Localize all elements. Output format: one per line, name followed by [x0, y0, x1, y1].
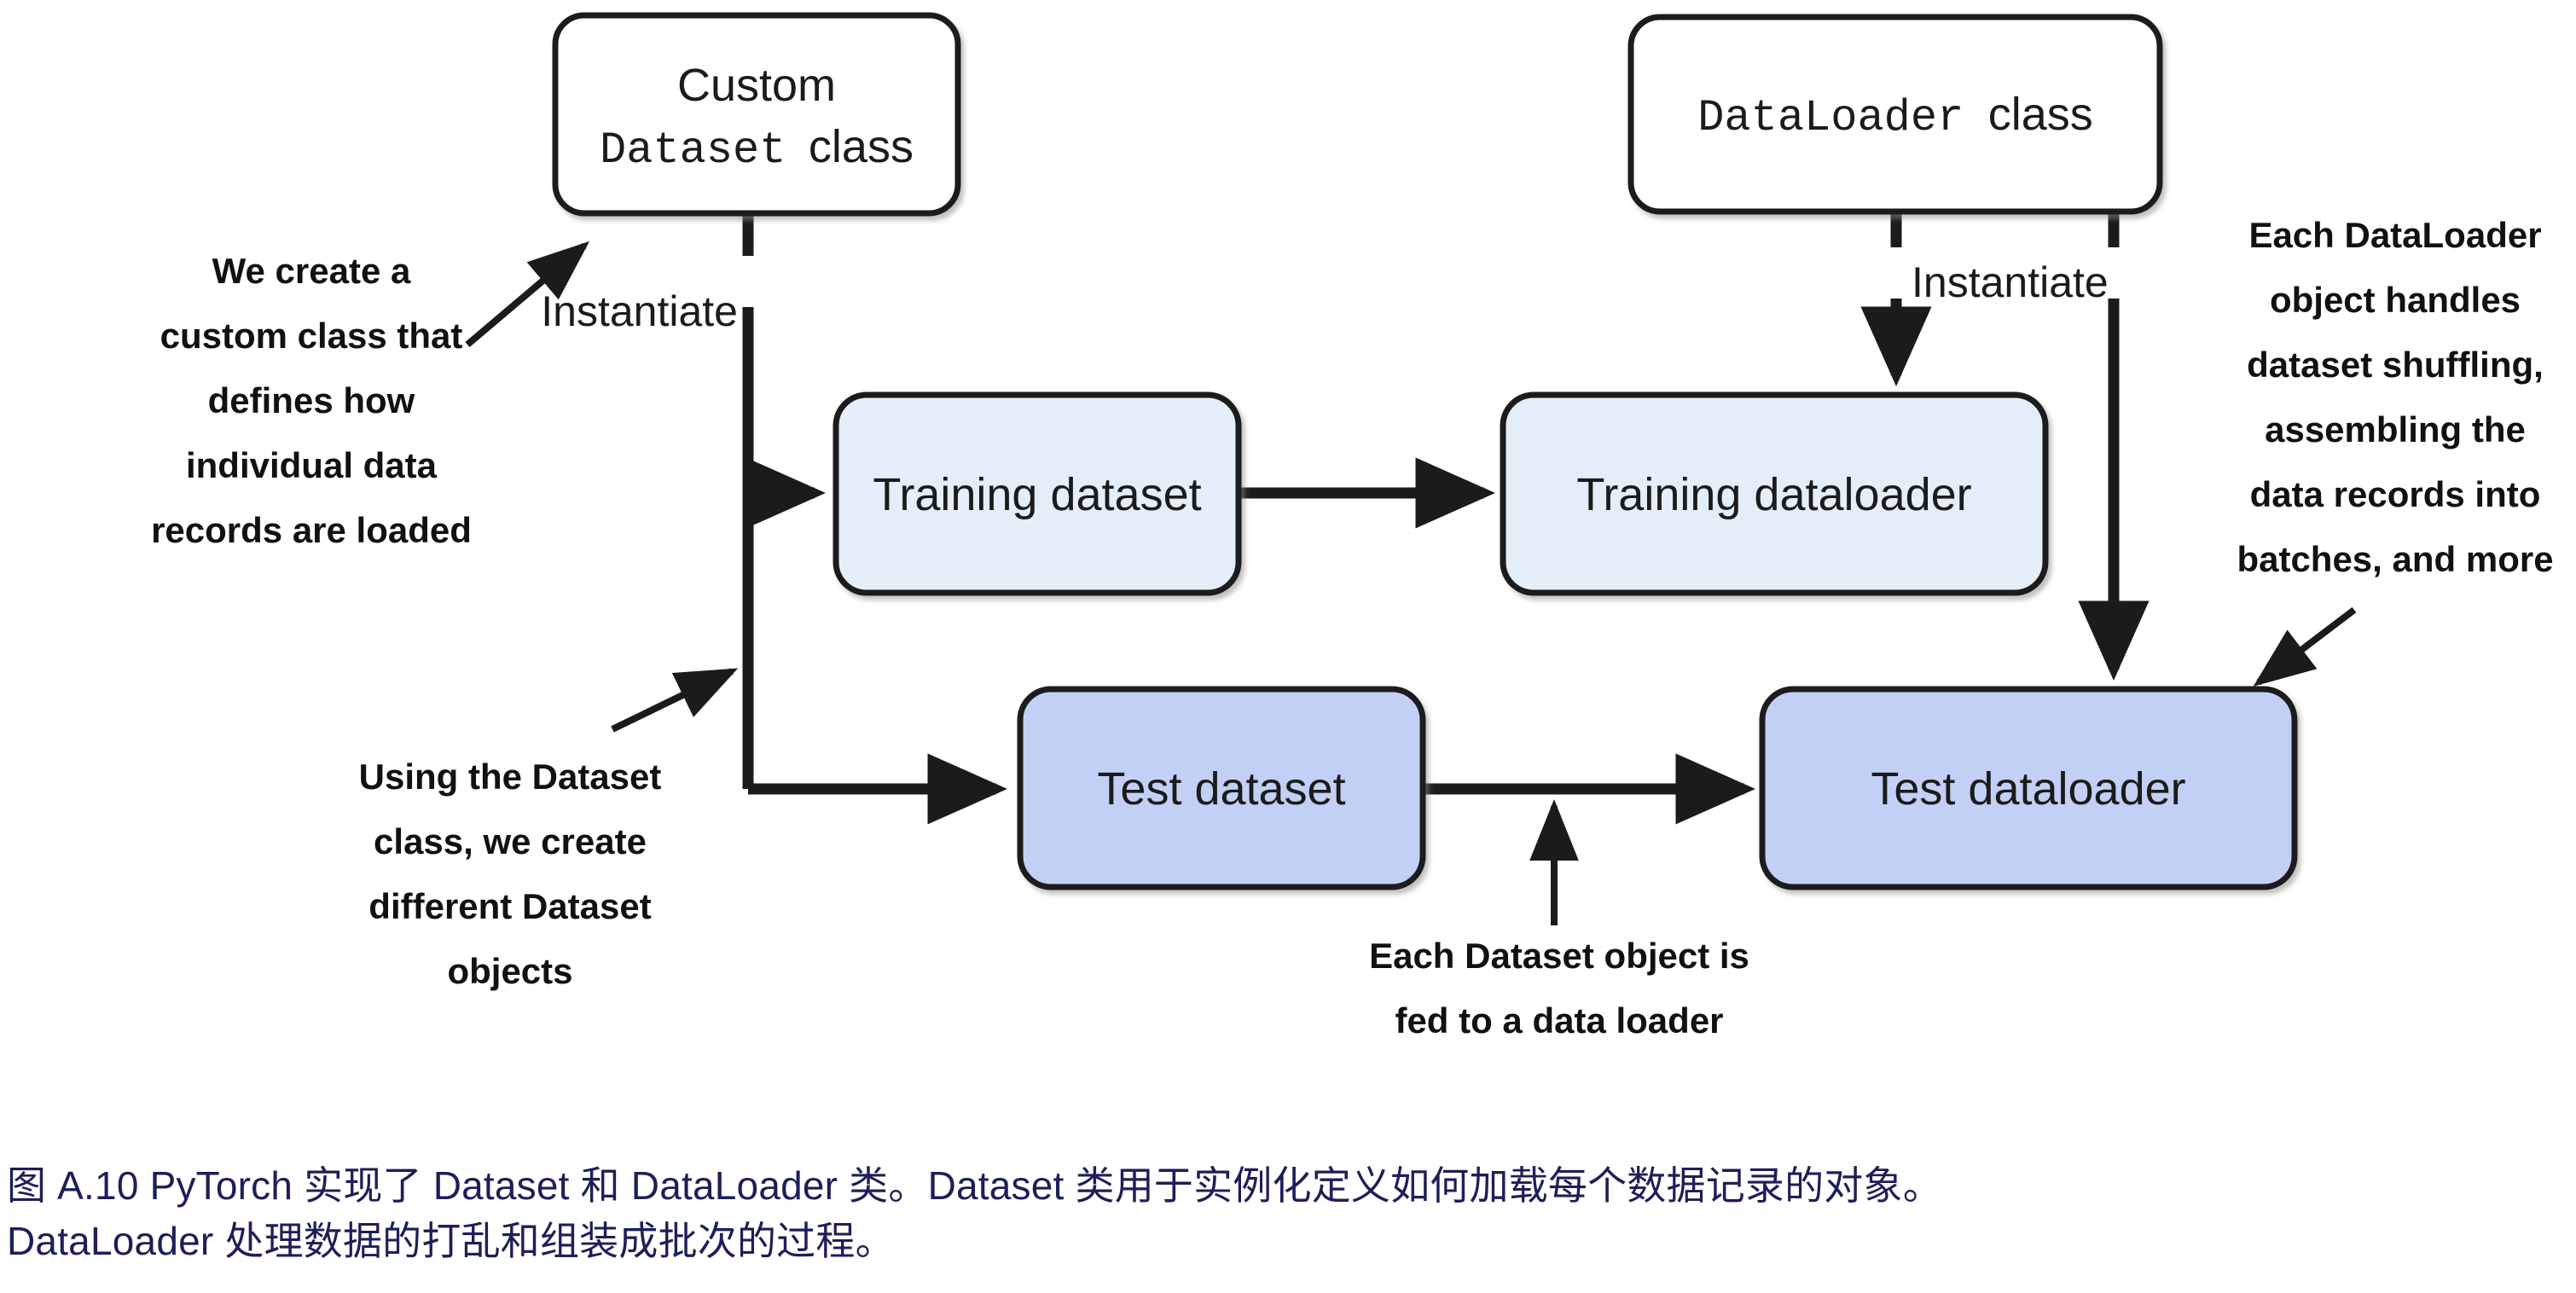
annotation-right-line-1: object handles	[2270, 280, 2521, 320]
annotation-right: Each DataLoader object handles dataset s…	[2237, 215, 2553, 579]
node-custom-dataset-class[interactable]: Custom Dataset class	[552, 12, 961, 217]
annotation-left-top-line-3: individual data	[186, 445, 438, 485]
dataloader-class-plain: class	[1988, 89, 2093, 140]
figure-caption: 图 A.10 PyTorch 实现了 Dataset 和 DataLoader …	[7, 1158, 2557, 1270]
test-dataset-label: Test dataset	[1097, 763, 1345, 815]
custom-dataset-plain: class	[809, 121, 914, 172]
annotation-left-top-line-2: defines how	[208, 380, 415, 420]
annotation-right-line-2: dataset shuffling,	[2247, 345, 2544, 385]
annotation-left-top: We create a custom class that defines ho…	[151, 251, 472, 550]
annotation-left-bottom: Using the Dataset class, we create diffe…	[359, 757, 662, 991]
training-dataloader-label: Training dataloader	[1576, 469, 1971, 520]
figure-caption-line-1: 图 A.10 PyTorch 实现了 Dataset 和 DataLoader …	[7, 1163, 1942, 1208]
annotation-leader-left-bottom	[611, 668, 739, 733]
custom-dataset-line1: Custom	[677, 60, 836, 111]
node-test-dataloader[interactable]: Test dataloader	[1759, 686, 2298, 890]
annotation-left-bottom-line-1: class, we create	[374, 821, 647, 861]
annotation-bottom-center-line-1: fed to a data loader	[1395, 1000, 1723, 1041]
training-dataset-label: Training dataset	[873, 469, 1201, 520]
annotation-left-bottom-line-2: different Dataset	[368, 886, 651, 926]
annotation-left-top-line-0: We create a	[212, 251, 411, 291]
annotation-left-top-line-1: custom class that	[160, 316, 463, 356]
node-training-dataloader[interactable]: Training dataloader	[1500, 391, 2049, 596]
custom-dataset-mono: Dataset	[600, 125, 786, 176]
node-test-dataset[interactable]: Test dataset	[1017, 686, 1426, 890]
annotation-bottom-center: Each Dataset object is fed to a data loa…	[1369, 936, 1749, 1041]
annotation-left-bottom-line-3: objects	[447, 951, 572, 991]
edge-label-instantiate-left: Instantiate	[541, 287, 738, 335]
annotation-leader-right	[2253, 606, 2357, 687]
custom-dataset-line2: Dataset class	[600, 121, 914, 176]
figure-caption-line-2: DataLoader 处理数据的打乱和组装成批次的过程。	[7, 1219, 895, 1264]
annotation-right-line-4: data records into	[2250, 474, 2541, 514]
dataloader-class-label: DataLoader class	[1697, 89, 2093, 143]
annotation-left-bottom-line-0: Using the Dataset	[359, 757, 662, 797]
dataloader-class-mono: DataLoader	[1697, 93, 1964, 143]
annotation-right-line-3: assembling the	[2265, 409, 2526, 449]
test-dataloader-label: Test dataloader	[1871, 763, 2185, 815]
annotation-right-line-0: Each DataLoader	[2248, 215, 2541, 255]
annotation-left-top-line-4: records are loaded	[151, 510, 472, 550]
node-training-dataset[interactable]: Training dataset	[833, 391, 1242, 596]
edge-label-instantiate-right: Instantiate	[1912, 258, 2109, 306]
annotation-right-line-5: batches, and more	[2237, 539, 2553, 579]
node-dataloader-class[interactable]: DataLoader class	[1627, 14, 2163, 215]
annotation-bottom-center-line-0: Each Dataset object is	[1369, 936, 1749, 976]
dataset-dataloader-diagram: Custom Dataset class DataLoader class Tr…	[151, 12, 2554, 1041]
annotation-leader-left-top	[465, 241, 590, 348]
connector-custom-dataset-trunk	[742, 215, 1008, 825]
